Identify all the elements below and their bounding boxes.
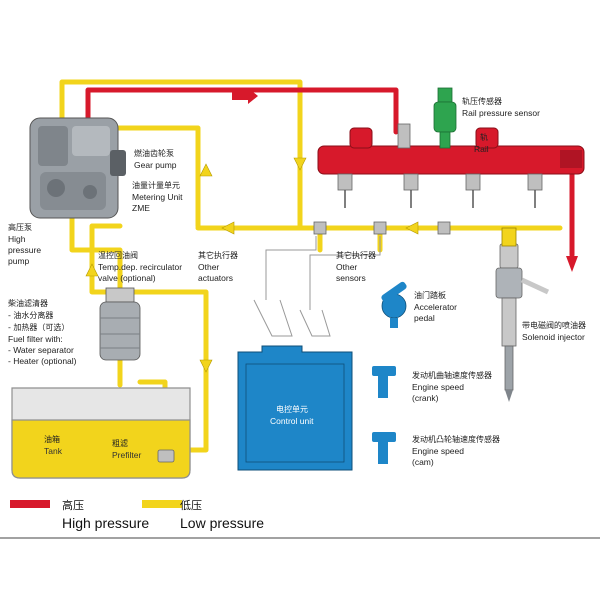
solenoid-injector [495, 227, 550, 402]
cam-label-cn: 发动机凸轮轴速度传感器 [412, 434, 500, 444]
filter-label-en2: - Water separator [8, 345, 74, 355]
filter-label-cn3: - 加热器（可选） [8, 322, 69, 332]
accelerator-pedal-sensor [381, 281, 407, 328]
cam-speed-sensor [372, 432, 396, 464]
hp-line-rail-injector [557, 165, 575, 258]
other-actuators-label-en2: actuators [198, 273, 233, 283]
rail-pressure-sensor [433, 87, 457, 149]
other-sensors-label-en1: Other [336, 262, 357, 272]
common-rail [317, 123, 585, 208]
ecu-signal-lines [265, 236, 381, 310]
legend-low-swatch [142, 500, 182, 508]
lp-line-injector-return [317, 229, 383, 253]
prefilter-label-en: Prefilter [112, 450, 141, 460]
arrow-lp-up-2 [85, 263, 99, 277]
hp-pump-label-cn: 高压泵 [8, 222, 32, 232]
lp-line-tank-return [187, 427, 209, 453]
injector-label-cn: 带电磁阀的喷油器 [522, 320, 586, 330]
other-sensors-label-cn: 其它执行器 [336, 250, 376, 260]
lp-line-metering-loop [109, 125, 201, 229]
fuel-tank [11, 387, 191, 479]
legend: 高压 High pressure 低压 Low pressure [0, 498, 600, 539]
cam-label-en1: Engine speed [412, 446, 464, 456]
legend-high-swatch [10, 500, 50, 508]
arrow-lp-up-1 [199, 163, 213, 177]
other-actuators-label-en1: Other [198, 262, 219, 272]
metering-label-en2: ZME [132, 203, 150, 213]
lp-line-pump-filter [69, 197, 123, 293]
flow-arrows [85, 88, 578, 373]
prefilter-label-cn: 粗滤 [112, 438, 128, 448]
arrow-lp-left-1 [221, 221, 235, 235]
control-unit [237, 299, 353, 471]
arrow-hp-right [232, 88, 258, 104]
other-sensors-label-en2: sensors [336, 273, 366, 283]
injector-label-en: Solenoid injector [522, 332, 585, 342]
arrow-lp-down-2 [199, 359, 213, 373]
pedal-label-cn: 油门踏板 [414, 290, 446, 300]
crank-label-en1: Engine speed [412, 382, 464, 392]
rail-sensor-label-cn: 轨压传感器 [462, 96, 502, 106]
arrow-lp-left-2 [405, 221, 419, 235]
labels: 燃油齿轮泵 Gear pump 油量计量单元 Metering Unit ZME… [8, 96, 586, 467]
arrow-lp-down-1 [293, 157, 307, 171]
filter-label-cn2: - 油水分离器 [8, 310, 53, 320]
high-pressure-pump [29, 117, 126, 219]
tank-label-cn: 油箱 [44, 434, 60, 444]
pedal-label-en2: pedal [414, 313, 435, 323]
rail-label-cn: 轨 [480, 132, 488, 142]
legend-low-en: Low pressure [180, 515, 264, 531]
recirc-label-en1: Temp.dep. recirculator [98, 262, 182, 272]
hp-pump-label-en1: High [8, 234, 26, 244]
arrow-hp-down [566, 256, 578, 272]
legend-low-cn: 低压 [180, 499, 202, 512]
recirc-label-en2: valve (optional) [98, 273, 156, 283]
crank-speed-sensor [372, 366, 396, 398]
other-actuators-label-cn: 其它执行器 [198, 250, 238, 260]
ecu-label-en: Control unit [270, 416, 314, 426]
cam-label-en2: (cam) [412, 457, 434, 467]
metering-label-cn: 油量计量单元 [132, 180, 180, 190]
legend-high-en: High pressure [62, 515, 149, 531]
rail-label-en: Rail [474, 144, 489, 154]
pedal-label-en1: Accelerator [414, 302, 457, 312]
crank-label-en2: (crank) [412, 393, 439, 403]
gear-pump-label-cn: 燃油齿轮泵 [134, 148, 174, 158]
rail-sensor-label-en: Rail pressure sensor [462, 108, 540, 118]
filter-label-en3: - Heater (optional) [8, 356, 77, 366]
hp-pump-label-en3: pump [8, 256, 30, 266]
lp-line-top-loop [59, 79, 303, 231]
hp-pump-label-en2: pressure [8, 245, 41, 255]
return-fittings [313, 221, 451, 235]
metering-label-en1: Metering Unit [132, 192, 183, 202]
filter-label-en1: Fuel filter with: [8, 334, 63, 344]
filter-label-cn1: 柴油滤清器 [8, 298, 48, 308]
legend-high-cn: 高压 [62, 498, 84, 512]
fuel-filter [99, 287, 141, 361]
hp-line-pump-rail [85, 87, 399, 135]
gear-pump-label-en: Gear pump [134, 160, 177, 170]
crank-label-cn: 发动机曲轴速度传感器 [412, 370, 492, 380]
tank-label-en: Tank [44, 446, 63, 456]
recirc-label-cn: 温控回油阀 [98, 250, 138, 260]
ecu-label-cn: 电控单元 [276, 404, 308, 414]
